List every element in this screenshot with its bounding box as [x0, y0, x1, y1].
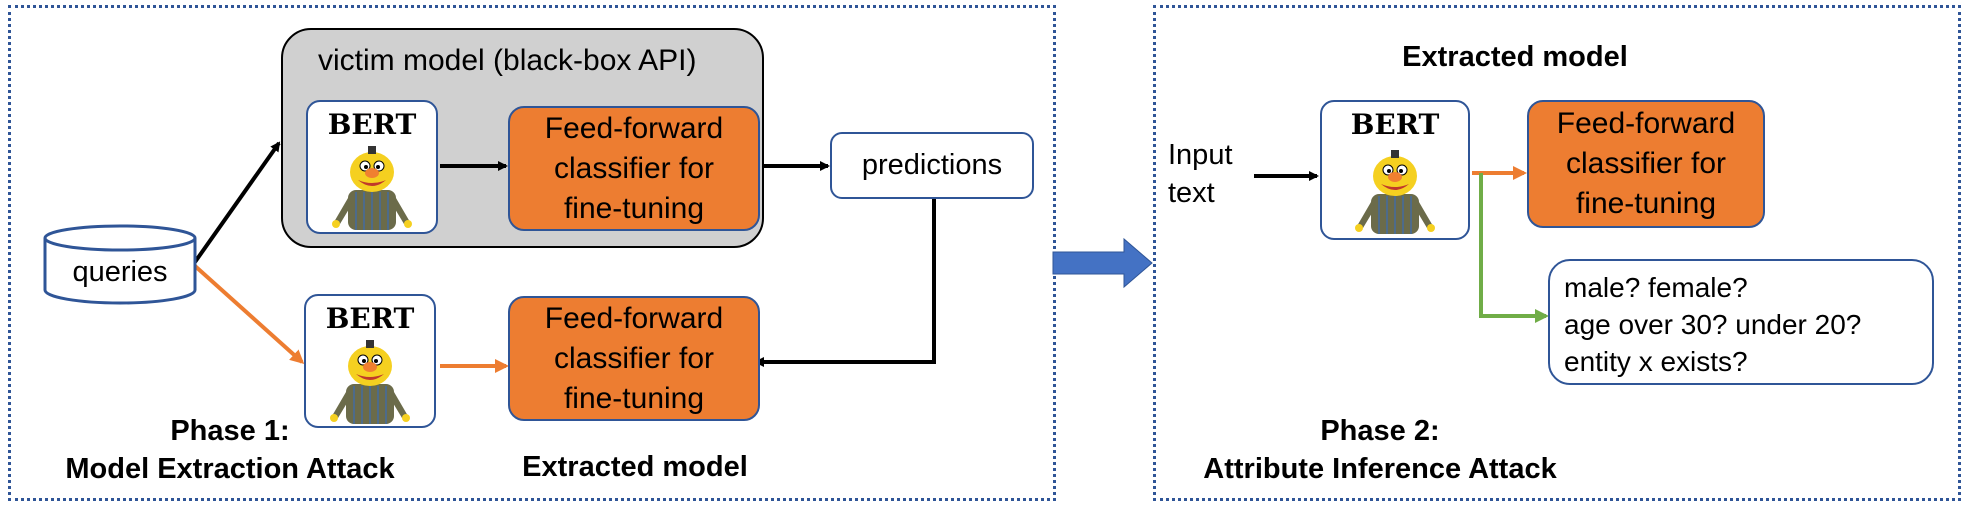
phase2-caption: Phase 2: Attribute Inference Attack — [1203, 415, 1557, 485]
arrow-bert-to-attributes — [1479, 173, 1549, 323]
phase2-ff-classifier: Feed-forward classifier for fine-tuning — [1527, 100, 1765, 228]
transition-arrow — [1052, 237, 1153, 289]
victim-model-label: victim model (black-box API) — [318, 44, 697, 77]
phase2-bert-card: BERT — [1320, 100, 1470, 240]
ff-label: Feed-forward classifier for fine-tuning — [544, 111, 724, 225]
bert-title: BERT — [1350, 108, 1440, 141]
queries-database-icon — [43, 224, 197, 305]
ff-label: Feed-forward classifier for fine-tuning — [1556, 107, 1736, 220]
bert-puppet-icon — [326, 142, 418, 230]
phase2-frame — [1153, 5, 1961, 501]
extracted-bert-card: BERT — [304, 294, 436, 428]
bert-puppet-icon — [1355, 150, 1435, 234]
extracted-ff-classifier: Feed-forward classifier for fine-tuning — [508, 296, 760, 421]
arrow-queries-to-extracted — [193, 264, 305, 365]
arrow-queries-to-victim — [193, 141, 281, 264]
predictions-box: predictions — [830, 132, 1034, 199]
ff-label: Feed-forward classifier for fine-tuning — [544, 301, 724, 415]
victim-ff-classifier: Feed-forward classifier for fine-tuning — [508, 106, 760, 231]
victim-bert-card: BERT — [306, 100, 438, 234]
phase1-extracted-label: Extracted model — [522, 451, 748, 483]
bert-title: BERT — [327, 108, 417, 141]
input-text-label: Input text — [1168, 139, 1233, 209]
predictions-label: predictions — [861, 149, 1003, 181]
phase2-title: Extracted model — [1402, 41, 1628, 73]
arrow-predictions-to-extracted-ff — [754, 199, 936, 367]
queries-label: queries — [72, 256, 168, 288]
bert-title: BERT — [325, 302, 415, 335]
bert-puppet-icon — [330, 340, 410, 424]
phase1-caption: Phase 1: Model Extraction Attack — [65, 415, 395, 485]
attribute-questions-box: male? female? age over 30? under 20? ent… — [1548, 259, 1934, 385]
